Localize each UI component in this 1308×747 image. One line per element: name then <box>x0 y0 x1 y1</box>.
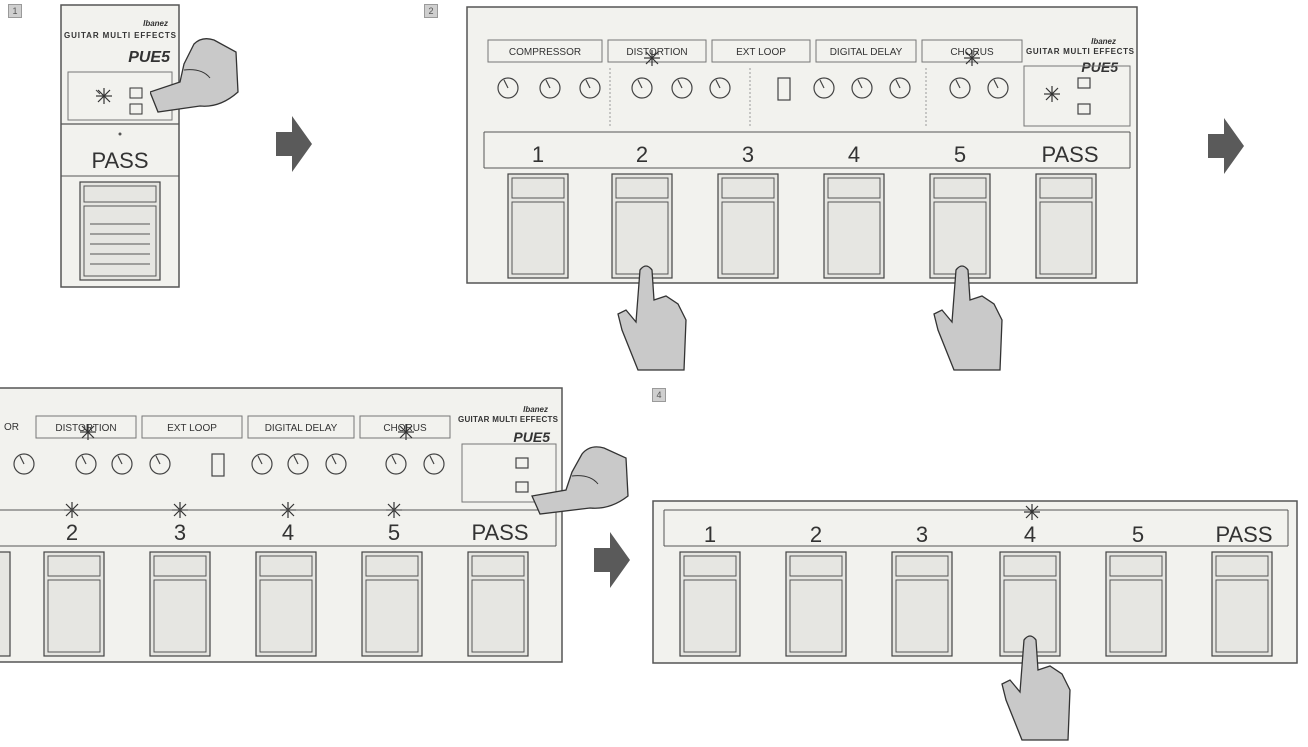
led-flash-icon <box>1024 504 1040 520</box>
right-arrow-icon <box>1208 118 1244 179</box>
step-number: 4 <box>652 388 666 402</box>
step3-unit: OR DISTORTION EXT LOOP DIGITAL DELAY CHO… <box>0 386 566 671</box>
pedal-label: 3 <box>916 522 928 547</box>
pedal-label: 5 <box>954 142 966 167</box>
effect-label: CHORUS <box>383 423 427 434</box>
brand-product: GUITAR MULTI EFFECTS <box>458 415 559 424</box>
pointing-hand-icon <box>616 260 690 377</box>
brand-model: PUE5 <box>1081 59 1118 75</box>
effect-label: DISTORTION <box>55 423 116 434</box>
pedal-label: 3 <box>174 520 186 545</box>
pedal-label: 4 <box>848 142 860 167</box>
pedal-label: 5 <box>388 520 400 545</box>
pointing-hand-icon <box>932 260 1006 377</box>
brand-model: PUE5 <box>513 429 550 445</box>
pedal-label: 4 <box>1024 522 1036 547</box>
step1-unit: Ibanez GUITAR MULTI EFFECTS PUE5 PASS <box>60 4 182 295</box>
pedal-label: PASS <box>471 520 528 545</box>
pedal-label: PASS <box>1215 522 1272 547</box>
brand-maker: Ibanez <box>1091 37 1116 46</box>
pedal-label: PASS <box>91 148 148 173</box>
effect-label: COMPRESSOR <box>509 47 581 58</box>
brand-maker: Ibanez <box>523 405 548 414</box>
pointing-hand-icon <box>530 440 630 521</box>
led-flash-icon <box>644 50 1060 102</box>
pointing-hand-icon <box>1000 630 1074 747</box>
led-flash-icon <box>96 88 112 104</box>
pedal-label: 2 <box>636 142 648 167</box>
effect-label: OR <box>4 422 19 433</box>
brand-maker: Ibanez <box>143 19 168 28</box>
effect-label: EXT LOOP <box>736 47 786 58</box>
pedal-label: PASS <box>1041 142 1098 167</box>
pedal-label: 2 <box>810 522 822 547</box>
step-number: 2 <box>424 4 438 18</box>
pedal-label: 3 <box>742 142 754 167</box>
effect-label: EXT LOOP <box>167 423 217 434</box>
effect-label: DIGITAL DELAY <box>830 47 903 58</box>
step4-unit: 1 2 3 4 5 PASS <box>652 500 1300 671</box>
pointing-hand-icon <box>149 34 242 119</box>
effect-label: DIGITAL DELAY <box>265 423 338 434</box>
pedal-label: 1 <box>704 522 716 547</box>
step2-unit: COMPRESSOR DISTORTION EXT LOOP DIGITAL D… <box>466 6 1140 291</box>
brand-model: PUE5 <box>128 49 171 66</box>
brand-product: GUITAR MULTI EFFECTS <box>1026 47 1135 56</box>
pedal-label: 2 <box>66 520 78 545</box>
pedal-label: 1 <box>532 142 544 167</box>
right-arrow-icon <box>594 532 630 593</box>
pedal-label: 4 <box>282 520 294 545</box>
step-number: 1 <box>8 4 22 18</box>
brand-product: GUITAR MULTI EFFECTS <box>64 31 177 40</box>
right-arrow-icon <box>276 116 312 177</box>
pedal-label: 5 <box>1132 522 1144 547</box>
